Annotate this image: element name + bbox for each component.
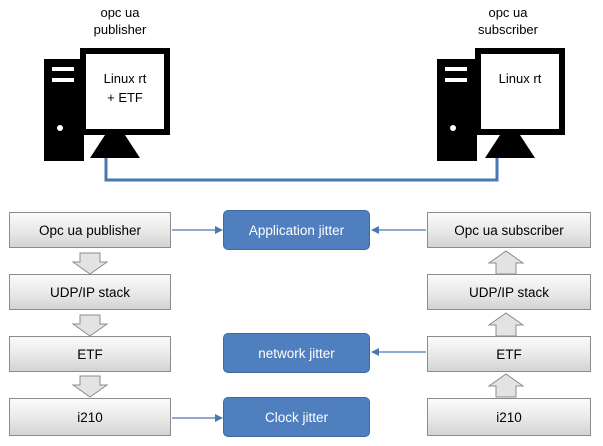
publisher-stack-app: Opc ua publisher: [9, 212, 171, 248]
network-jitter-box: network jitter: [223, 333, 370, 373]
publisher-computer-icon: [44, 48, 170, 161]
subscriber-stack-nic: i210: [427, 398, 591, 436]
subscriber-computer-icon: [437, 48, 565, 161]
publisher-screen-line-2: + ETF: [107, 90, 143, 105]
subscriber-stack-app: Opc ua subscriber: [427, 212, 591, 248]
application-jitter-box: Application jitter: [223, 210, 370, 250]
subscriber-stack-udp: UDP/IP stack: [427, 274, 591, 310]
subscriber-screen-text: Linux rt: [481, 69, 559, 88]
subscriber-screen-line-1: Linux rt: [498, 71, 542, 86]
subscriber-stack-etf: ETF: [427, 336, 591, 372]
subscriber-caption: opc ua subscriber: [458, 4, 558, 38]
publisher-stack-udp: UDP/IP stack: [9, 274, 171, 310]
publisher-screen-text: Linux rt + ETF: [86, 69, 164, 107]
subscriber-caption-line-1: opc ua: [488, 5, 528, 20]
publisher-caption-line-1: opc ua: [100, 5, 140, 20]
subscriber-caption-line-2: subscriber: [478, 22, 538, 37]
publisher-stack-nic: i210: [9, 398, 171, 436]
publisher-caption-line-2: publisher: [93, 22, 147, 37]
publisher-caption: opc ua publisher: [70, 4, 170, 38]
subscriber-up-arrows: [487, 250, 525, 398]
publisher-screen-line-1: Linux rt: [103, 71, 147, 86]
clock-jitter-box: Clock jitter: [223, 397, 370, 437]
publisher-down-arrows: [71, 252, 109, 398]
publisher-stack-etf: ETF: [9, 336, 171, 372]
network-cable: [104, 158, 499, 182]
